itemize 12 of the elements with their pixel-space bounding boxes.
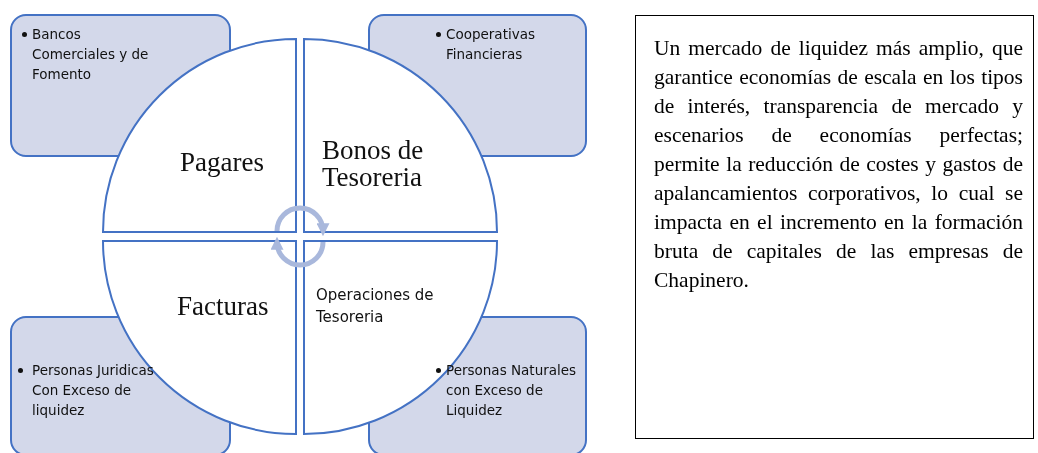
box-text: Personas Juridicas Con Exceso de liquidez — [32, 361, 155, 420]
paragraph: Un mercado de liquidez más amplio, que garantice economías de escala en los tipos de interés, transparencia de mercado y escenarios de economías perfectas; permite la reducción de costes y gastos de apalancamientos corporativos, lo cual se impacta en el incremento en la formación bruta de capitales de las empresas de Chapinero. — [654, 35, 1023, 294]
quadrant-label: Operaciones de Tesoreria — [316, 285, 435, 328]
quadrant-label: Facturas — [177, 293, 270, 320]
box-text: Bancos Comerciales y de Fomento — [32, 25, 150, 84]
text-box — [635, 15, 1034, 439]
cycle-arrow — [271, 236, 326, 268]
box-text: Cooperativas Financieras — [446, 25, 536, 64]
cycle-arrow — [274, 205, 329, 237]
quadrant-label: Bonos de Tesoreria — [322, 137, 425, 191]
quadrant-label: Pagares — [180, 149, 265, 176]
box-text: Personas Naturales con Exceso de Liquidez — [446, 361, 578, 420]
